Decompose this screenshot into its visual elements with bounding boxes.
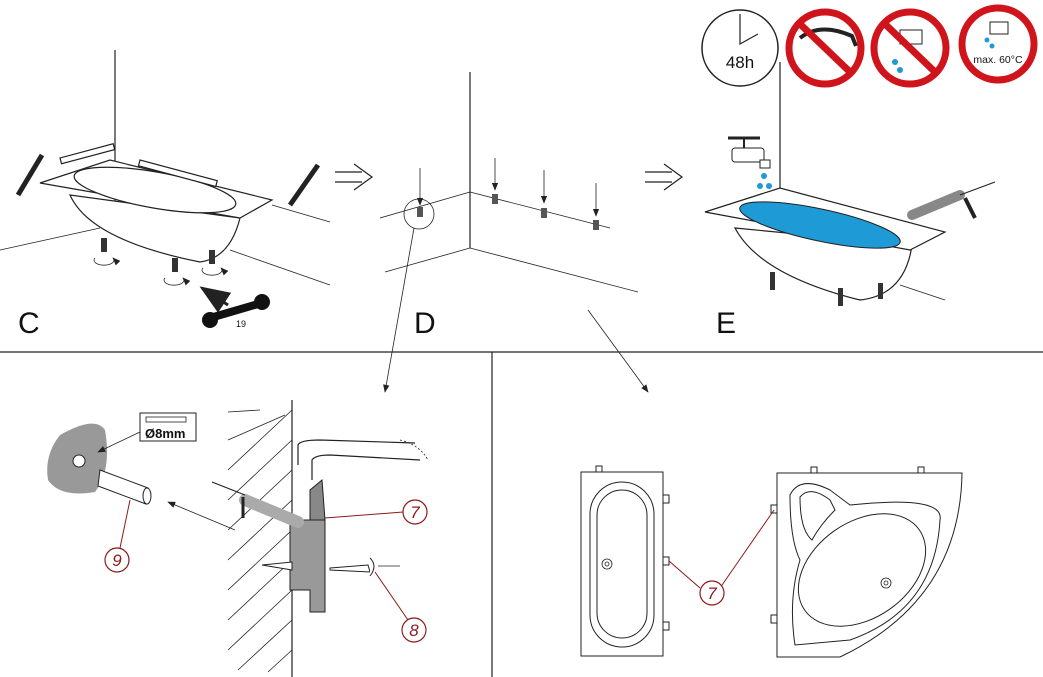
rectangular-tub-plan (580, 465, 670, 657)
step-label-d: D (414, 307, 436, 340)
clock-icon: 48h (701, 9, 779, 87)
sealant-gun-icon (211, 481, 304, 528)
callout-wall-plug: 9 (112, 551, 122, 570)
step-label-e: E (716, 307, 736, 340)
wait-time-label: 48h (726, 53, 754, 72)
mounting-bracket (289, 478, 326, 613)
wall-hatching (227, 400, 293, 677)
pencil-icon (15, 153, 321, 207)
detail-arrow (383, 227, 415, 393)
wall-plug-icon (97, 469, 152, 505)
faucet-icon (728, 136, 772, 189)
arrow-icon (199, 286, 232, 313)
bathtub-filled (704, 187, 947, 306)
tap-max-temp-icon: max. 60°C (958, 4, 1038, 84)
drill-size-label: Ø8mm (145, 426, 185, 441)
bathtub (39, 143, 274, 263)
water-fill (739, 201, 901, 249)
plan-view-panel: 7 (580, 465, 963, 658)
wall-marks (416, 158, 600, 230)
pipe (297, 439, 429, 480)
step-label-c: C (18, 307, 40, 340)
panel-c: 19 C (0, 50, 331, 340)
wall-detail-panel: Ø8mm 9 (47, 400, 429, 677)
leg-adjust-icon (93, 238, 229, 286)
next-arrow-icon (645, 163, 684, 191)
wrench-size-label: 19 (236, 319, 246, 329)
callout-bracket-plan: 7 (707, 584, 717, 603)
callout-bracket: 7 (410, 503, 420, 522)
corner-tub-plan (770, 466, 963, 658)
no-shower-icon (785, 8, 865, 88)
drill-size-box: Ø8mm (139, 412, 197, 442)
sealant-gun-icon (907, 181, 996, 220)
max-temp-label: max. 60°C (973, 54, 1023, 66)
no-tap-water-icon (870, 8, 950, 88)
panel-d: D (379, 72, 649, 393)
plan-arrow (587, 309, 649, 393)
wrench-icon (202, 294, 270, 328)
screw-icon (261, 557, 400, 577)
callout-screw: 8 (409, 621, 419, 640)
next-arrow-icon (335, 163, 374, 191)
panel-e: E (704, 62, 996, 340)
